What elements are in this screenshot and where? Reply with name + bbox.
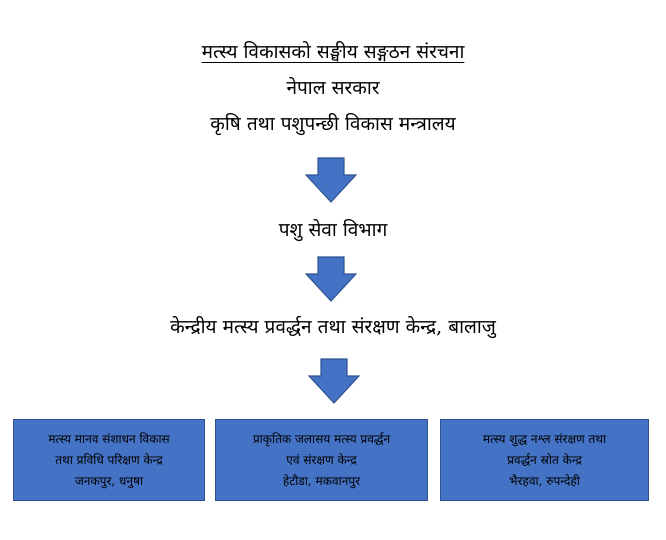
box-line: प्रवर्द्धन स्रोत केन्द्र <box>507 452 582 467</box>
box-line: भैरहवा, रुपन्देही <box>509 473 580 488</box>
department-label: पशु सेवा विभाग <box>278 219 388 241</box>
center-box-bhairahawa: मत्स्य शुद्ध नश्ल संरक्षण तथा प्रवर्द्धन… <box>440 419 649 501</box>
box-line: एवं संरक्षण केन्द्र <box>286 452 357 467</box>
down-arrow-3 <box>308 358 360 404</box>
title: मत्स्य विकासको सङ्घीय सङ्गठन संरचना <box>201 41 465 63</box>
center-label: केन्द्रीय मत्स्य प्रवर्द्धन तथा संरक्षण … <box>170 316 496 338</box>
center-box-hetauda: प्राकृतिक जलासय मत्स्य प्रवर्द्धन एवं सं… <box>215 419 428 501</box>
ministry-label: कृषि तथा पशुपन्छी विकास मन्त्रालय <box>210 113 456 135</box>
box-line: प्राकृतिक जलासय मत्स्य प्रवर्द्धन <box>252 431 391 446</box>
box-line: जनकपुर, धनुषा <box>74 473 144 488</box>
box-line: मत्स्य शुद्ध नश्ल संरक्षण तथा <box>482 431 607 446</box>
box-line: तथा प्रविधि परिक्षण केन्द्र <box>55 452 163 467</box>
government-label: नेपाल सरकार <box>286 77 380 99</box>
center-box-janakpur: मत्स्य मानव संशाधन विकास तथा प्रविधि परि… <box>13 419 205 501</box>
down-arrow-2 <box>305 256 357 302</box>
box-line: हेटौडा, मकवानपुर <box>282 473 361 488</box>
box-line: मत्स्य मानव संशाधन विकास <box>48 431 170 446</box>
down-arrow-1 <box>305 157 357 203</box>
